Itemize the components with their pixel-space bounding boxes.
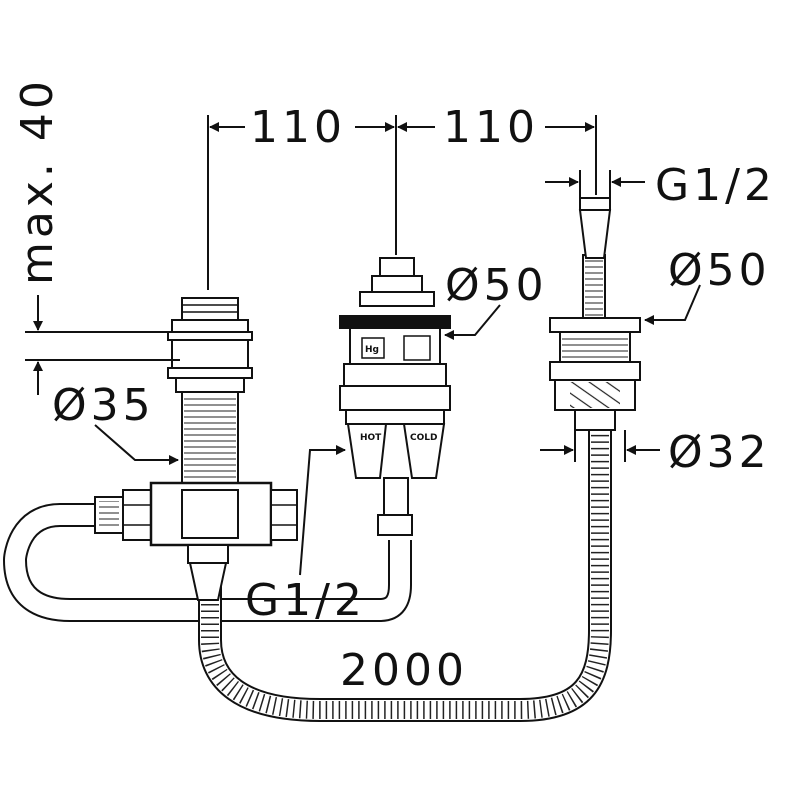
spacing-left-label: 110 (250, 102, 346, 153)
diameter-right-top-label: Ø50 (668, 245, 771, 296)
spacing-right-label: 110 (443, 102, 539, 153)
dimension-lines (25, 115, 701, 576)
left-valve (167, 297, 253, 485)
max-height-label: max. 40 (12, 77, 63, 285)
diameter-center-label: Ø50 (445, 260, 548, 311)
diverter-block (94, 481, 298, 601)
thread-top-label: G1/2 (655, 160, 776, 211)
right-spout (549, 197, 641, 431)
diameter-right-bottom-label: Ø32 (668, 427, 771, 478)
thread-bottom-label: G1/2 (245, 575, 366, 626)
center-mixer: Hg HOT COLD (339, 257, 451, 536)
hot-label: HOT (360, 433, 382, 443)
hose-length-label: 2000 (340, 645, 468, 696)
hg-label: Hg (365, 345, 379, 355)
cold-label: COLD (410, 433, 437, 443)
diameter-left-label: Ø35 (52, 380, 155, 431)
